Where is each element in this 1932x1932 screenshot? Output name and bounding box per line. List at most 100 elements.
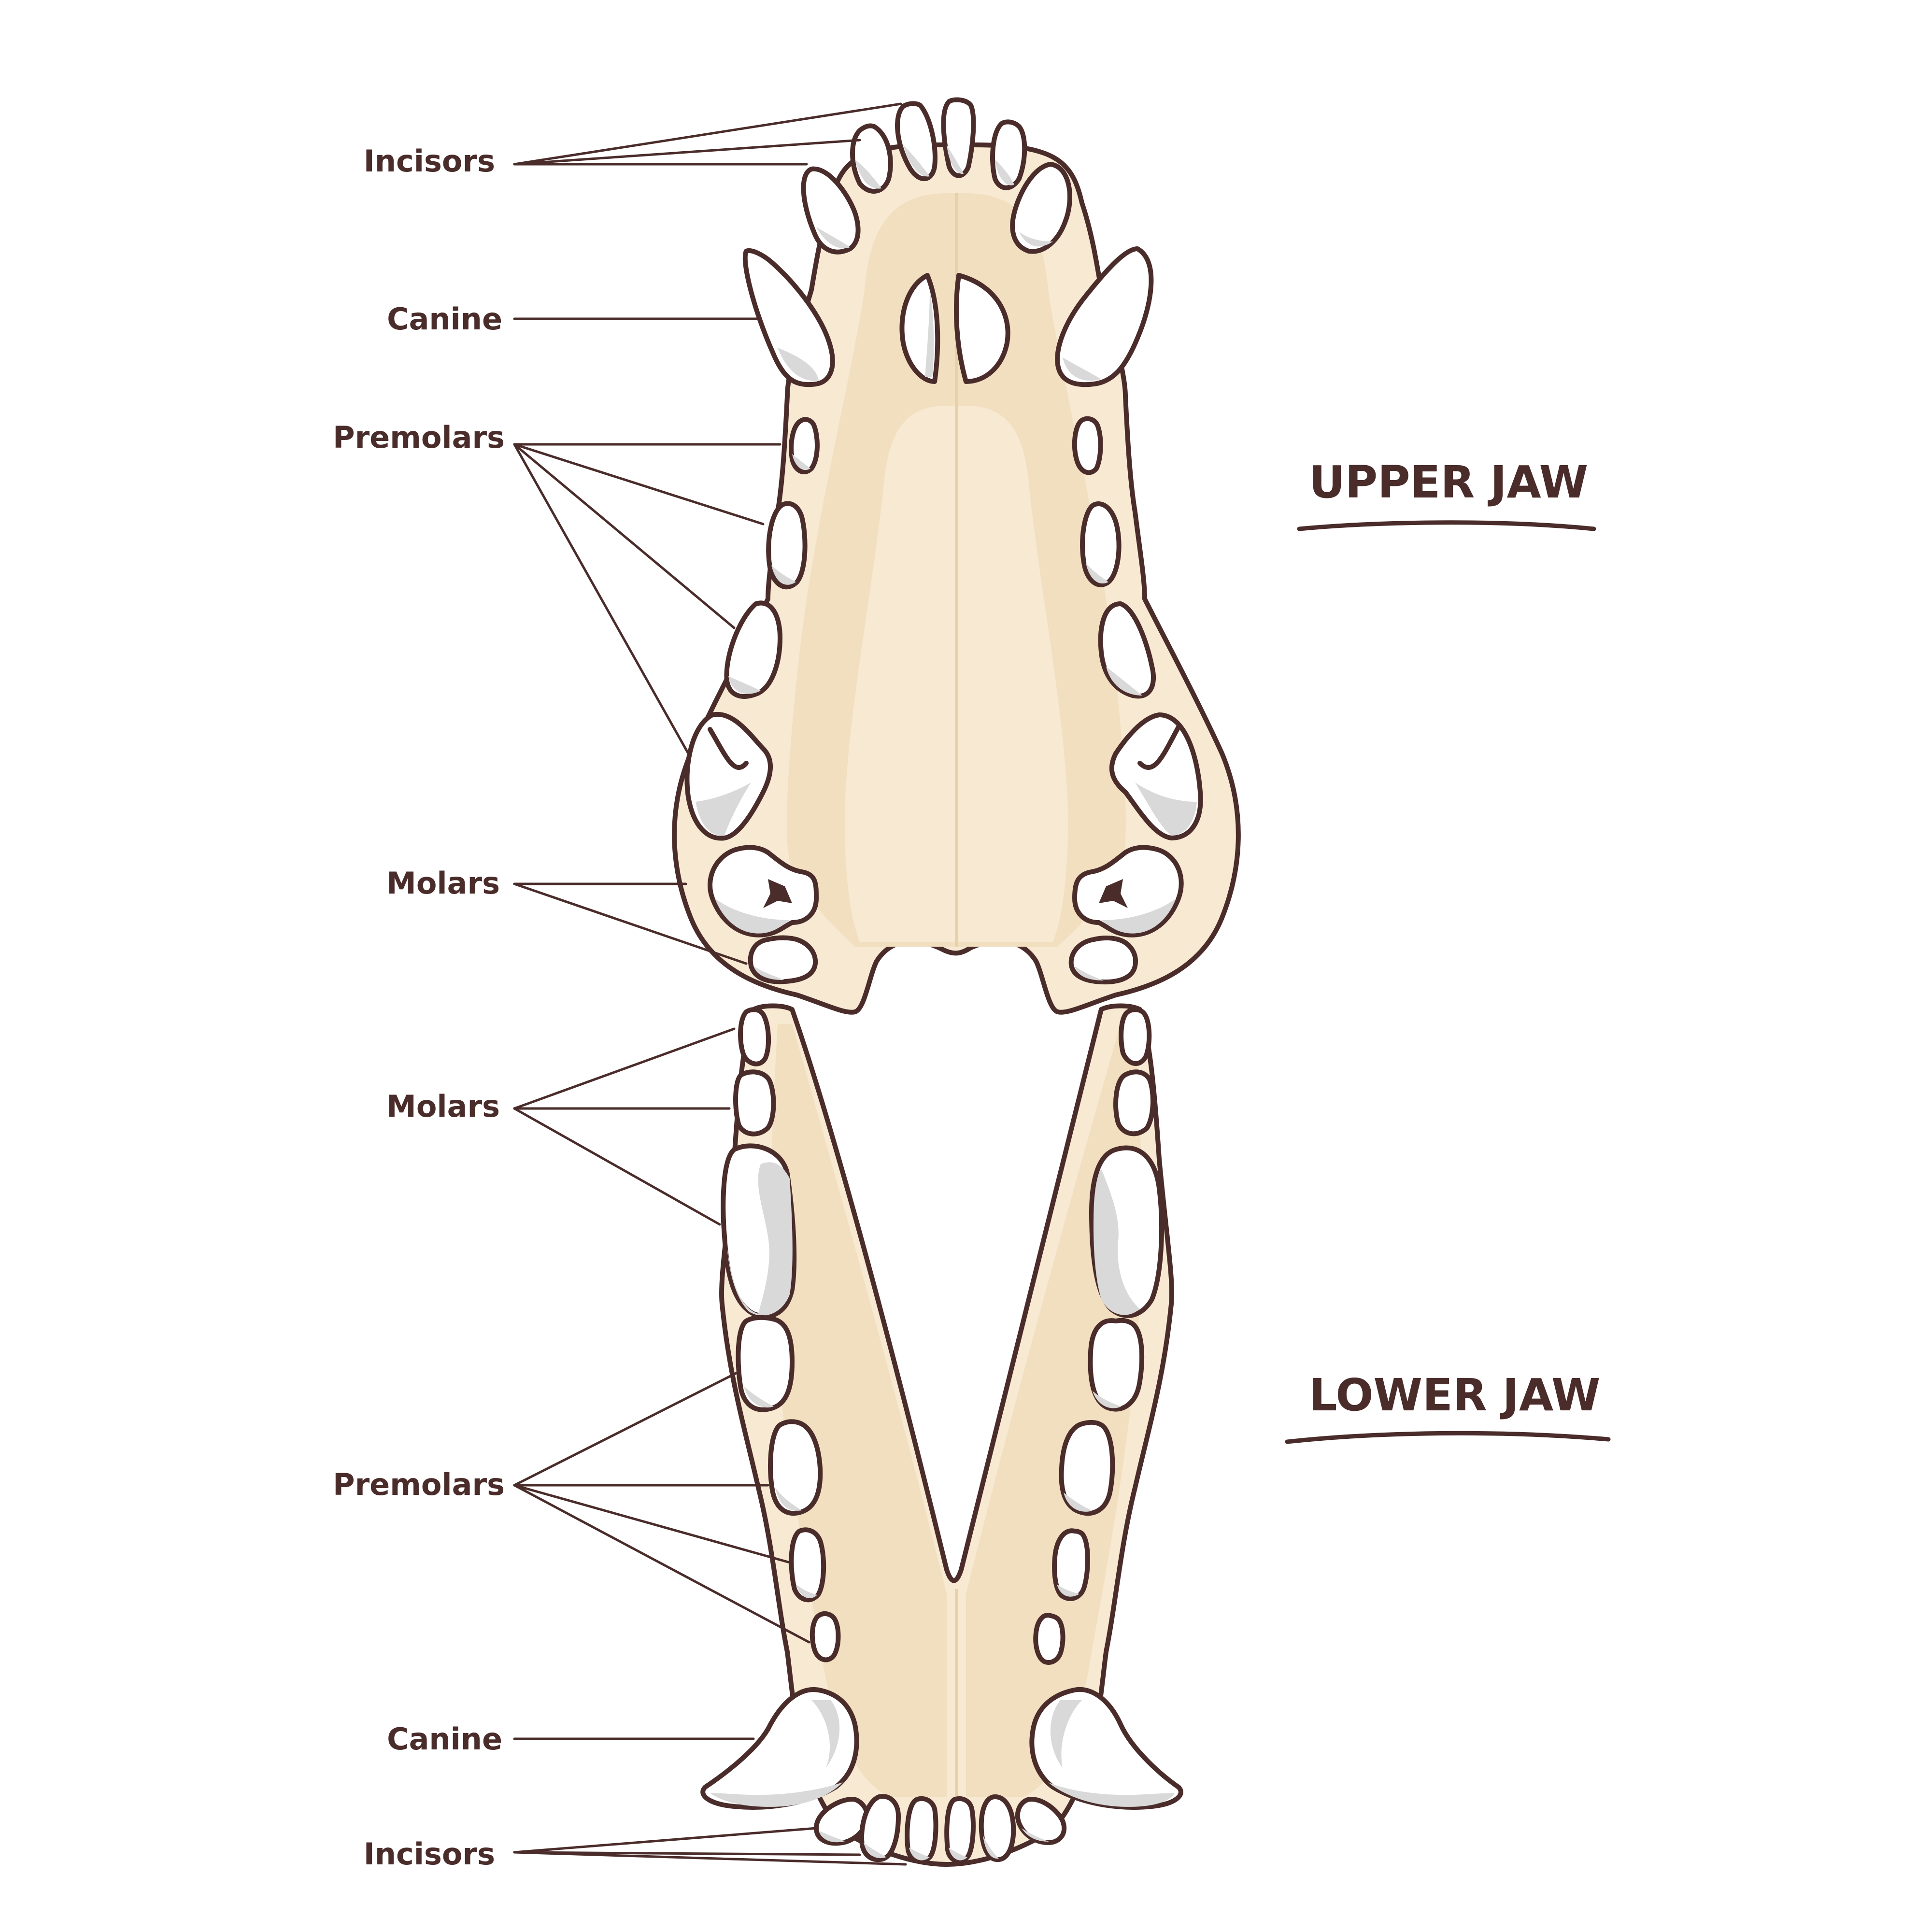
upper-premolar-left-2-shade: [771, 565, 796, 585]
lower-premolar-left-4: [810, 1611, 841, 1662]
lower-premolar-right-4: [1033, 1613, 1065, 1665]
upper-premolar-left-2: [766, 501, 808, 590]
leader-lower-premolars-1: [513, 1370, 740, 1487]
lower-jaw-title: LOWER JAW: [1309, 1369, 1601, 1421]
upper-incisor-3: [941, 97, 976, 178]
upper-incisor-2-shade: [903, 145, 930, 177]
label-lower-molars: Molars: [386, 1089, 500, 1124]
lower-incisor-3-shade: [909, 1847, 930, 1861]
upper-molar-left-2-shade: [753, 966, 785, 980]
upper-incisors: [850, 97, 1027, 194]
lower-premolar-left-1: [736, 1315, 795, 1412]
upper-lateral-incisor-left: [801, 166, 861, 255]
upper-premolar-right-2: [1080, 501, 1122, 587]
leader-upper-molars-2: [513, 882, 748, 965]
leader-upper-premolars-4: [513, 443, 690, 755]
lower-canine-left-shade: [710, 1782, 843, 1807]
upper-lateral-incisor-left-shade: [816, 227, 850, 249]
upper-molar-left-1-shade: [715, 898, 790, 934]
leader-upper-premolars-2: [513, 443, 765, 526]
lower-incisor-6: [1015, 1797, 1067, 1845]
lower-canine-right-highlight: [1050, 1700, 1082, 1768]
upper-jaw: [672, 97, 1241, 1015]
jaw-titles: UPPER JAW LOWER JAW: [1285, 456, 1611, 1444]
upper-premolar-left-4-shade: [696, 782, 751, 836]
lower-molar-right-1: [1119, 1007, 1152, 1066]
label-upper-molars: Molars: [386, 866, 500, 901]
upper-jaw-title: UPPER JAW: [1309, 456, 1588, 508]
palatine-fissure-shade: [925, 290, 934, 377]
lower-premolar-right-3-shade: [1057, 1584, 1080, 1597]
leader-upper-incisors-2: [513, 139, 861, 166]
leader-lower-premolars-4: [513, 1484, 810, 1644]
lower-molar-left-1: [738, 1007, 771, 1066]
upper-lateral-incisor-right: [1010, 162, 1072, 254]
leader-lower-incisors-1: [513, 1827, 818, 1854]
label-lower-incisors: Incisors: [364, 1836, 495, 1872]
upper-incisor-4-shade: [995, 159, 1014, 185]
upper-molar-left-2: [748, 935, 818, 984]
lower-incisor-4-shade: [949, 1847, 967, 1861]
lower-premolar-left-3: [789, 1527, 826, 1603]
upper-canine-right-shade: [1063, 357, 1101, 381]
upper-premolar-right-4-ridge: [1137, 724, 1181, 770]
upper-molar-right-2-shade: [1075, 966, 1104, 980]
lower-incisor-5-shade: [983, 1835, 999, 1859]
lower-premolar-left-2: [768, 1419, 823, 1516]
label-upper-canine: Canine: [387, 301, 502, 337]
lower-premolar-right-1: [1088, 1318, 1145, 1412]
label-upper-premolars: Premolars: [333, 420, 505, 455]
lower-incisor-5: [979, 1794, 1016, 1862]
label-lower-canine: Canine: [387, 1721, 502, 1757]
upper-premolar-right-1: [1072, 416, 1103, 475]
leader-upper-incisors-1: [513, 102, 902, 166]
tooth-labels: Incisors Canine Premolars Molars Molars …: [333, 143, 505, 1872]
lower-incisor-3: [905, 1796, 938, 1864]
upper-premolar-left-4-ridge: [708, 727, 749, 770]
lower-incisor-6-shade: [1022, 1828, 1049, 1842]
label-upper-incisors: Incisors: [364, 143, 495, 179]
lower-premolar-right-2: [1059, 1420, 1115, 1516]
lower-canine-left: [700, 1687, 859, 1810]
upper-premolar-right-2-shade: [1086, 563, 1108, 584]
upper-canine-right: [1055, 246, 1154, 387]
lower-premolar-left-2-shade: [775, 1488, 802, 1511]
upper-premolar-left-3: [724, 600, 782, 699]
upper-molar-right-cusp: [1099, 879, 1128, 908]
upper-molar-right-1-shade: [1101, 898, 1176, 934]
lower-premolar-left-1-shade: [744, 1386, 774, 1408]
upper-premolar-left-3-shade: [728, 676, 761, 694]
leader-lower-incisors-3: [513, 1851, 907, 1866]
lower-molar-left-2: [733, 1069, 776, 1136]
upper-canine-left-shade: [778, 348, 819, 381]
lower-incisor-2-shade: [864, 1843, 886, 1859]
lower-incisor-4: [944, 1796, 976, 1864]
lower-incisor-1-shade: [819, 1831, 845, 1843]
leader-lines: [513, 102, 907, 1866]
upper-incisor-1-shade: [855, 159, 881, 189]
upper-incisor-3-shade: [947, 145, 964, 174]
leader-lower-premolars-3: [513, 1484, 791, 1564]
lower-incisors: [814, 1794, 1067, 1864]
lower-jaw-shade-left: [770, 1024, 947, 1797]
label-lower-premolars: Premolars: [333, 1467, 505, 1502]
lower-molar-right-3-shade: [1093, 1169, 1140, 1315]
leader-lower-incisors-2: [513, 1851, 861, 1856]
upper-premolar-right-3-shade: [1106, 667, 1142, 696]
upper-lateral-incisor-right-shade: [1019, 232, 1053, 247]
lower-canine-left-highlight: [811, 1700, 840, 1768]
leader-upper-premolars-3: [513, 443, 736, 629]
lower-premolar-right-2-shade: [1064, 1492, 1093, 1512]
palatine-fissure-right: [954, 273, 1010, 384]
upper-molar-left-cusp: [763, 879, 792, 908]
lower-jaw-underline: [1285, 1431, 1611, 1444]
upper-incisor-2: [895, 101, 938, 181]
upper-premolar-right-4-shade: [1135, 782, 1197, 836]
lower-molar-left-3-shade: [727, 1162, 793, 1316]
upper-jaw-underline: [1297, 520, 1596, 531]
leader-lower-molars-3: [513, 1107, 721, 1226]
lower-incisor-2: [859, 1794, 901, 1862]
lower-premolar-right-3: [1052, 1528, 1090, 1601]
upper-premolar-left-1-shade: [792, 454, 810, 470]
